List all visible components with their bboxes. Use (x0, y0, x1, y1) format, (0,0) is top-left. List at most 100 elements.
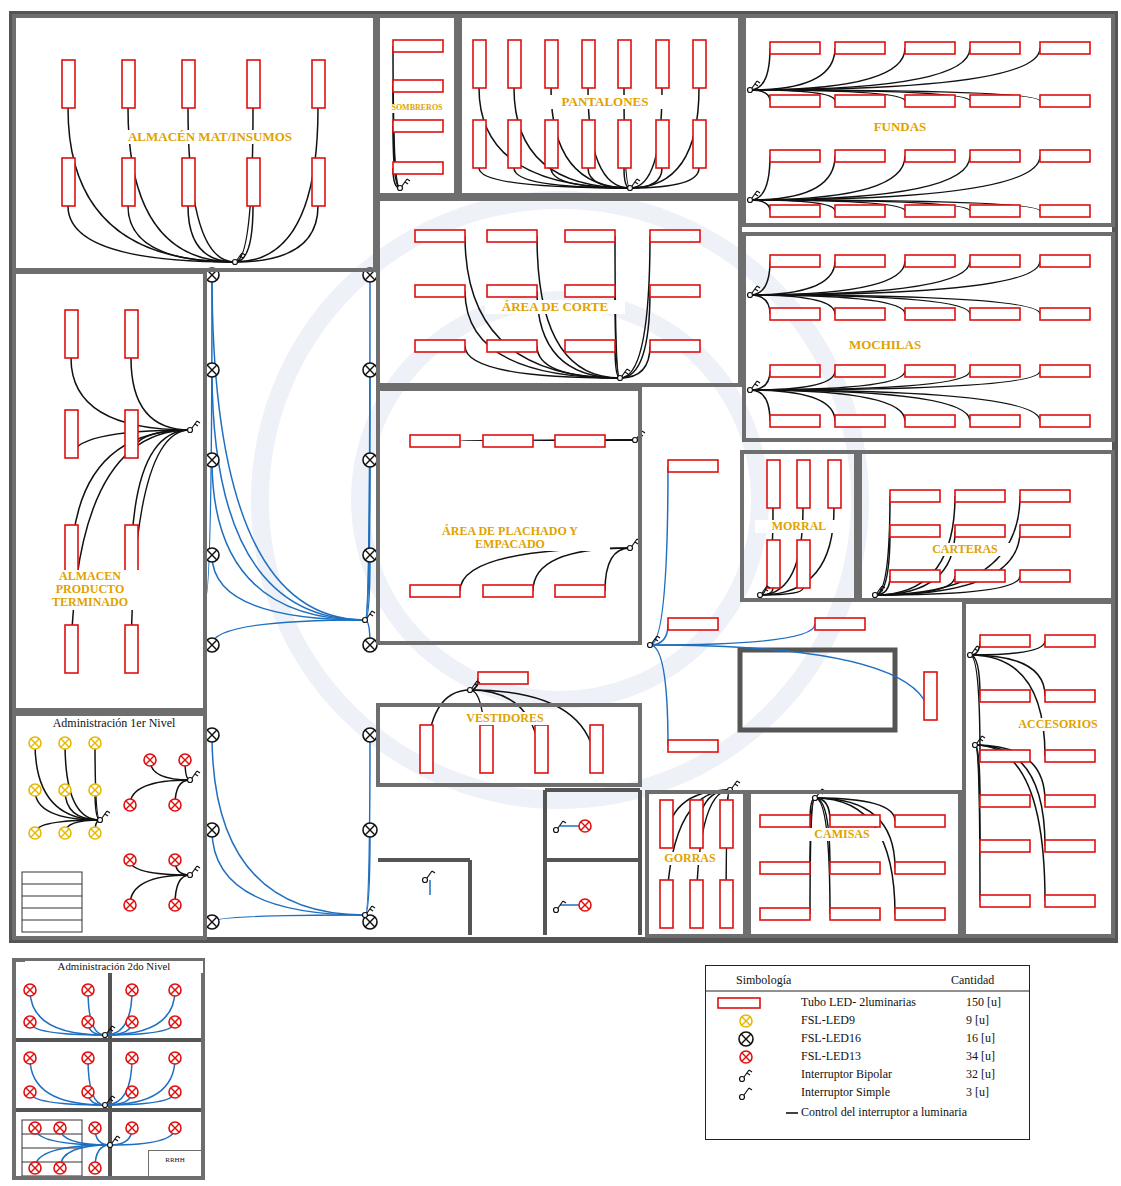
room-label: CARTERAS (920, 543, 1010, 556)
switch-symbol (398, 186, 403, 191)
led-tube (393, 120, 443, 132)
switch-lever (737, 781, 740, 783)
courtyard-wall (740, 650, 895, 730)
led-tube (835, 150, 885, 162)
control-wire (620, 346, 650, 378)
lamp-cross (207, 455, 217, 465)
room-area: MORRAL (740, 450, 858, 602)
lamp-cross (207, 730, 217, 740)
led-tube (835, 308, 885, 320)
switch-lever (752, 191, 757, 198)
switch-lever (975, 649, 978, 651)
led-tube (690, 800, 703, 848)
lamp-cross (365, 825, 375, 835)
legend-heading: Cantidad (951, 974, 994, 987)
seal-ring (260, 200, 860, 800)
room-label: RRHH (151, 1157, 199, 1165)
lamp-cross (31, 829, 39, 837)
led-tube (1040, 365, 1090, 377)
led-tube (720, 880, 733, 928)
switch-lever (749, 1088, 752, 1090)
led-tube (1020, 570, 1070, 582)
led-tube (905, 308, 955, 320)
switch-symbol (748, 293, 753, 298)
switch-lever (192, 771, 197, 778)
room-label: MORRAL (755, 520, 843, 533)
switch-lever (197, 421, 200, 423)
room-label: ALMACÉN MAT/INSUMOS (110, 130, 310, 144)
control-wire (365, 275, 370, 620)
lamp-cross (207, 550, 217, 560)
wall (108, 958, 112, 1180)
switch-symbol (648, 643, 653, 648)
switch-lever (755, 289, 758, 291)
led-tube (122, 158, 135, 206)
led-tube (760, 862, 810, 874)
led-tube (393, 40, 443, 52)
lamp-cross (126, 856, 134, 864)
switch-lever (765, 589, 768, 591)
switch-lever (972, 646, 977, 653)
lamp-cross (171, 1088, 179, 1096)
switch-lever (655, 639, 658, 641)
led-tube (890, 490, 940, 502)
control-wire (393, 126, 400, 188)
lamp-cross (365, 640, 375, 650)
control-wire (750, 295, 770, 314)
luminaires (24, 40, 1095, 1174)
fsl-lamp (124, 899, 136, 911)
switch-symbol (103, 1033, 108, 1038)
wall (468, 860, 472, 935)
legend-quantity: 32 [u] (966, 1068, 995, 1081)
switch-lever (749, 1070, 752, 1072)
stair-step (22, 884, 82, 885)
control-wire (650, 645, 930, 720)
control-wire (875, 496, 890, 595)
control-wire (875, 576, 890, 595)
fsl-lamp (169, 1016, 181, 1028)
lamp-cross (171, 1124, 179, 1132)
fsl-lamp (363, 638, 377, 652)
switch-lever (757, 286, 760, 288)
lamp-cross (26, 1054, 34, 1062)
fsl-lamp (169, 799, 181, 811)
switch-lever (472, 681, 477, 688)
switch-lever (107, 811, 110, 813)
led-tube (905, 42, 955, 54)
fsl-lamp (82, 1016, 94, 1028)
led-tube (65, 310, 78, 358)
switch-lever (112, 1026, 115, 1028)
led-tube (828, 460, 841, 508)
fsl-lamp (363, 548, 377, 562)
fsl-lamp (89, 737, 101, 749)
fsl-lamp (579, 899, 591, 911)
stair-step (22, 908, 82, 909)
lamp-cross (91, 829, 99, 837)
fsl-lamp (363, 728, 377, 742)
control-wire (975, 745, 1045, 846)
led-tube (590, 725, 603, 773)
fsl-lamp (24, 1052, 36, 1064)
led-tube (1045, 840, 1095, 852)
control-wire (128, 206, 235, 262)
led-tube (835, 255, 885, 267)
lamp-cross (126, 901, 134, 909)
led-tube (125, 525, 138, 573)
led-tube (1045, 635, 1095, 647)
switch-lever (558, 821, 563, 828)
wall (545, 788, 640, 792)
led-tube (835, 95, 885, 107)
lamp-cross (128, 1124, 136, 1132)
lamp-cross (171, 856, 179, 864)
led-tube (970, 308, 1020, 320)
switch-lever (744, 1088, 749, 1095)
legend-heading: Simbología (736, 974, 791, 987)
led-tube (473, 40, 486, 88)
led-tube (480, 725, 493, 773)
lamp-cross (91, 1164, 99, 1172)
led-tube (905, 95, 955, 107)
switch-symbol (628, 186, 633, 191)
lamp-cross (61, 829, 69, 837)
led-tube (980, 690, 1030, 702)
